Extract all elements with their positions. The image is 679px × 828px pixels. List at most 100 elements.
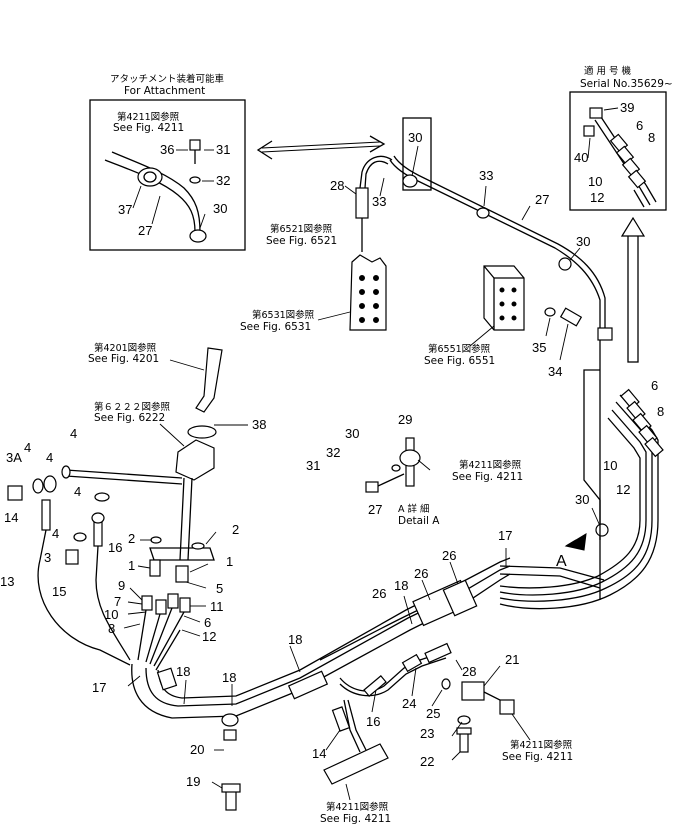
inset-attachment-ref-jp: 第4211図参照: [117, 111, 180, 123]
callout-4: 4: [46, 450, 53, 465]
callout-10: 10: [104, 607, 118, 622]
inset-clamp: [137, 167, 163, 187]
ref-6222-jp: 第６２２２図参照: [94, 401, 171, 413]
left-fittings: 3A 4 4 4 4 14 4 3 16 2 2 1 1 13 15 9 7 1…: [0, 426, 239, 671]
callout-4: 4: [24, 440, 31, 455]
callout-9: 9: [118, 578, 125, 593]
callout-27: 27: [368, 502, 382, 517]
inset-attachment-title-jp: アタッチメント装着可能車: [110, 73, 225, 85]
callout-25: 25: [426, 706, 440, 721]
callout-18: 18: [176, 664, 190, 679]
valve-block-6531: 第6531図参照 See Fig. 6531: [240, 254, 387, 333]
callout-30: 30: [575, 492, 589, 507]
inset-serial-frame: [569, 91, 667, 211]
callout-5: 5: [216, 581, 223, 596]
callout-32: 32: [326, 445, 340, 460]
callout-14: 14: [4, 510, 18, 525]
callout-4: 4: [70, 426, 77, 441]
callout-10: 10: [588, 174, 602, 189]
inset-attachment-frame: [89, 99, 246, 251]
callout-12: 12: [616, 482, 630, 497]
tube-27-edge: [393, 155, 606, 330]
ref-6531-en: See Fig. 6531: [240, 321, 311, 333]
lower-tube-bundle: 17 17 18 18 18 18 26 26 26 20 19: [92, 528, 605, 811]
callout-30: 30: [408, 130, 422, 145]
ref-4211-right-jp: 第4211図参照: [510, 739, 573, 751]
ref-4211-bottom-jp: 第4211図参照: [326, 801, 389, 813]
pilot-valve: 第６２２２図参照 See Fig. 6222 38: [94, 401, 266, 561]
callout-32: 32: [216, 173, 230, 188]
callout-40: 40: [574, 150, 588, 165]
leader: [199, 213, 206, 229]
fittings-34-35: 35 34: [532, 307, 583, 379]
ref-4211-right-en: See Fig. 4211: [502, 751, 573, 763]
callout-27: 27: [138, 223, 152, 238]
callout-20: 20: [190, 742, 204, 757]
callout-2: 2: [232, 522, 239, 537]
callout-8: 8: [657, 404, 664, 419]
ref-4201-en: See Fig. 4201: [88, 353, 159, 365]
callout-6: 6: [651, 378, 658, 393]
callout-30: 30: [345, 426, 359, 441]
callout-31: 31: [216, 142, 230, 157]
callout-2: 2: [128, 531, 135, 546]
lower-hoses: 28 21 24 25 16 14 23 22 第4211図参照 See Fig…: [312, 642, 573, 825]
callout-27: 27: [535, 192, 549, 207]
inset-serial-title-en: Serial No.35629~: [580, 78, 673, 90]
inset-valve-stack: [583, 107, 657, 208]
tube-27: [389, 159, 601, 600]
callout-21: 21: [505, 652, 519, 667]
callout-3A: 3A: [6, 450, 22, 465]
callout-28: 28: [462, 664, 476, 679]
callout-1: 1: [226, 554, 233, 569]
detail-a-arrow-label: A: [556, 553, 567, 570]
inset-hose: [104, 159, 196, 233]
boot-38: [187, 425, 217, 439]
inset-bolt-head: [189, 139, 201, 151]
callout-38: 38: [252, 417, 266, 432]
callout-12: 12: [202, 629, 216, 644]
callout-3: 3: [44, 550, 51, 565]
callout-18: 18: [394, 578, 408, 593]
callout-19: 19: [186, 774, 200, 789]
callout-31: 31: [306, 458, 320, 473]
ref-4211-detail-jp: 第4211図参照: [459, 459, 522, 471]
leader: [151, 195, 161, 225]
callout-14: 14: [312, 746, 326, 761]
clamp-26: [442, 579, 478, 617]
ref-4211-detail-en: See Fig. 4211: [452, 471, 523, 483]
callout-7: 7: [114, 594, 121, 609]
link-arrow: [256, 135, 386, 160]
block-21: [461, 681, 485, 701]
ref-6551-en: See Fig. 6551: [424, 355, 495, 367]
detail-a-caption-en: Detail A: [398, 515, 440, 527]
fitting-40: [583, 125, 595, 137]
inset-serial: 適 用 号 機 Serial No.35629~ 39 6 8 40 10 12: [569, 65, 673, 211]
inset-clamp-bore: [143, 171, 157, 183]
detail-a-arrow: [564, 533, 587, 551]
callout-33: 33: [372, 194, 386, 209]
detail-a: 29 30 32 31 27 第4211図参照 See Fig. 4211 A …: [306, 412, 523, 527]
callout-4: 4: [74, 484, 81, 499]
ref-4201-jp: 第4201図参照: [94, 342, 157, 354]
ref-6521-en: See Fig. 6521: [266, 235, 337, 247]
callout-4: 4: [52, 526, 59, 541]
callout-28: 28: [330, 178, 344, 193]
hose-28-upper: 28 33 第6521図参照 See Fig. 6521: [266, 155, 393, 252]
callout-24: 24: [402, 696, 416, 711]
callout-15: 15: [52, 584, 66, 599]
callout-6: 6: [636, 118, 643, 133]
tube-sleeve: [287, 670, 329, 700]
callout-26: 26: [414, 566, 428, 581]
callout-17: 17: [498, 528, 512, 543]
right-valve-stack: 6 8 10 12 30 A: [499, 369, 664, 610]
callout-26: 26: [372, 586, 386, 601]
valve-block-6551: 第6551図参照 See Fig. 6551: [424, 265, 525, 367]
inset-attachment-ref-en: See Fig. 4211: [113, 122, 184, 134]
inset-clip: [189, 229, 207, 243]
ref-4211-bottom-en: See Fig. 4211: [320, 813, 391, 825]
callout-17: 17: [92, 680, 106, 695]
ref-6222-en: See Fig. 6222: [94, 412, 165, 424]
